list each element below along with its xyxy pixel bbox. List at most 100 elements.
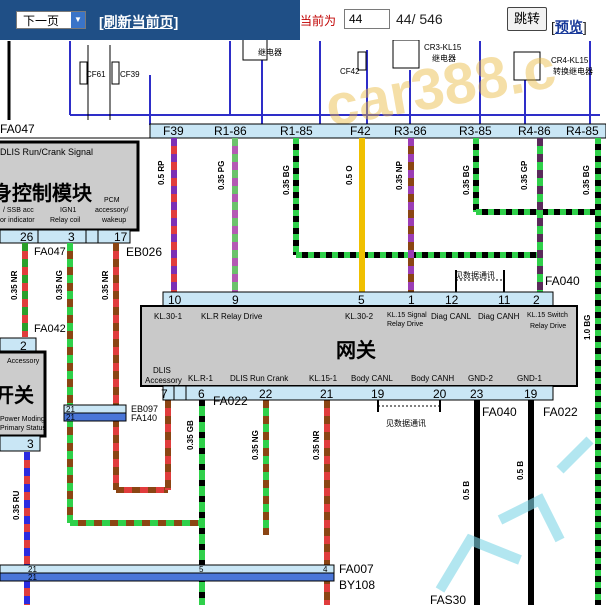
svg-text:R4-86: R4-86: [518, 124, 551, 138]
connector-fa007: FA007: [339, 562, 374, 576]
relay-cr4-label: CR4-KL15: [551, 56, 589, 65]
header-pins: F39 R1-86 R1-85 F42 R3-86 R3-85 R4-86 R4…: [163, 124, 599, 138]
next-select-label: 下一页: [23, 14, 60, 28]
svg-text:19: 19: [524, 387, 538, 401]
svg-text:0.35 GP: 0.35 GP: [520, 160, 529, 190]
svg-text:Relay Drive: Relay Drive: [387, 321, 423, 328]
svg-text:F39: F39: [163, 124, 184, 138]
svg-text:0.35 NR: 0.35 NR: [101, 270, 110, 300]
svg-text:0.5 O: 0.5 O: [345, 165, 354, 185]
connector-fa040-mid: FA040: [482, 405, 517, 419]
svg-text:KL.R-1: KL.R-1: [188, 374, 213, 383]
relay-cf42-label: CF42: [340, 67, 360, 76]
fuse-cf61: CF61: [79, 61, 106, 85]
svg-text:0.35 PG: 0.35 PG: [217, 161, 226, 190]
relay-label-1: 继电器: [258, 47, 282, 57]
svg-text:22: 22: [259, 387, 273, 401]
svg-text:DLIS Run Crank: DLIS Run Crank: [230, 374, 289, 383]
svg-text:2: 2: [20, 339, 27, 353]
goto-button[interactable]: 跳转: [507, 7, 547, 31]
body-control-module: DLIS Run/Crank Signal 身控制模块 / SSB acc or…: [0, 140, 140, 232]
svg-text:9: 9: [232, 293, 239, 307]
bracket-close: ]: [582, 19, 587, 35]
module-title: 身控制模块: [0, 181, 93, 205]
connector-eb097: EB097: [131, 404, 158, 414]
svg-text:KL.15 Switch: KL.15 Switch: [527, 312, 568, 319]
connector-eb026: EB026: [126, 245, 162, 259]
svg-text:20: 20: [433, 387, 447, 401]
svg-text:0.35 NG: 0.35 NG: [55, 270, 64, 300]
svg-text:Diag CANH: Diag CANH: [478, 312, 520, 321]
svg-text:0.5 B: 0.5 B: [516, 461, 525, 480]
bracket-open: [: [551, 19, 555, 35]
relay-cr3: CR3-KL15 继电器: [392, 39, 462, 69]
svg-text:R3-86: R3-86: [394, 124, 427, 138]
svg-text:Accessory: Accessory: [145, 376, 182, 385]
svg-text:1: 1: [408, 293, 415, 307]
header-connector-bar: [149, 123, 606, 139]
svg-text:0.5 RP: 0.5 RP: [157, 160, 166, 185]
svg-text:21: 21: [66, 405, 75, 414]
fuse-cf39-label: CF39: [120, 70, 140, 79]
svg-text:PCM: PCM: [104, 197, 120, 204]
svg-text:21: 21: [66, 413, 75, 422]
svg-text:0.5 B: 0.5 B: [462, 481, 471, 500]
svg-text:F42: F42: [350, 124, 371, 138]
svg-text:R3-85: R3-85: [459, 124, 492, 138]
svg-text:KL.15 Signal: KL.15 Signal: [387, 312, 427, 319]
current-page-label: 当前为: [300, 14, 337, 28]
svg-text:Diag CANL: Diag CANL: [431, 312, 472, 321]
chevron-down-icon: ▼: [71, 12, 85, 28]
svg-text:GND-2: GND-2: [468, 374, 493, 383]
preview-link-wrap: [预览]: [551, 17, 587, 37]
svg-text:23: 23: [470, 387, 484, 401]
svg-text:1.0 BG: 1.0 BG: [583, 315, 592, 340]
comm-note-top: 见数据通讯: [455, 270, 495, 280]
svg-text:0.35 BG: 0.35 BG: [282, 165, 291, 195]
relay-cr3-label: CR3-KL15: [424, 43, 462, 52]
svg-text:5: 5: [358, 293, 365, 307]
svg-text:3: 3: [68, 230, 75, 244]
svg-text:/ SSB acc: / SSB acc: [3, 207, 34, 214]
connector-fa047: FA047: [34, 246, 66, 258]
svg-text:7: 7: [161, 387, 168, 401]
comm-note-bottom: 见数据通讯: [386, 418, 426, 428]
svg-text:21: 21: [320, 387, 334, 401]
svg-text:Relay coil: Relay coil: [50, 217, 81, 224]
svg-text:0.35 BG: 0.35 BG: [582, 165, 591, 195]
svg-text:KL.30-1: KL.30-1: [154, 312, 183, 321]
wire-codes-mid: 0.35 NR 0.35 NG 0.35 NR 0.35 GB 0.35 NG …: [10, 270, 592, 520]
svg-text:Body CANL: Body CANL: [351, 374, 393, 383]
watermark-graphic: [435, 436, 594, 593]
svg-text:R1-85: R1-85: [280, 124, 313, 138]
svg-text:17: 17: [114, 230, 128, 244]
svg-text:21: 21: [28, 573, 37, 582]
page-number-input[interactable]: [344, 9, 390, 29]
connector-fa042: FA042: [34, 323, 66, 335]
svg-text:DLIS: DLIS: [153, 366, 171, 375]
connector-fa047-top: FA047: [0, 122, 35, 136]
top-toolbar: 下一页 ▼ [刷新当前页] 当前为 44/ 546 跳转 [预览]: [0, 0, 606, 40]
module-signal-label: DLIS Run/Crank Signal: [0, 147, 93, 157]
relay-cf42: CF42: [340, 51, 367, 76]
svg-text:Accessory: Accessory: [7, 358, 40, 365]
toolbar-left-panel: 下一页 ▼ [刷新当前页]: [0, 0, 300, 40]
relay-cr4: CR4-KL15 转换继电器: [513, 51, 593, 81]
refresh-page-link[interactable]: [刷新当前页]: [99, 14, 179, 30]
svg-text:0.35 BG: 0.35 BG: [462, 165, 471, 195]
svg-text:Primary Status: Primary Status: [0, 425, 46, 432]
svg-text:6: 6: [198, 387, 205, 401]
connector-fa140: FA140: [131, 413, 157, 423]
preview-link[interactable]: 预览: [554, 19, 583, 35]
gateway-title: 网关: [336, 338, 376, 362]
svg-text:10: 10: [168, 293, 182, 307]
fuse-cf61-label: CF61: [86, 70, 106, 79]
next-page-select[interactable]: 下一页 ▼: [16, 11, 86, 29]
bottom-bus: 21 21 5 4 FA007 BY108: [0, 562, 375, 592]
svg-text:KL.R Relay Drive: KL.R Relay Drive: [201, 312, 263, 321]
svg-text:0.35 RU: 0.35 RU: [12, 490, 21, 520]
connector-by108: BY108: [339, 578, 375, 592]
svg-text:19: 19: [371, 387, 385, 401]
connector-fa040-top: FA040: [545, 274, 580, 288]
